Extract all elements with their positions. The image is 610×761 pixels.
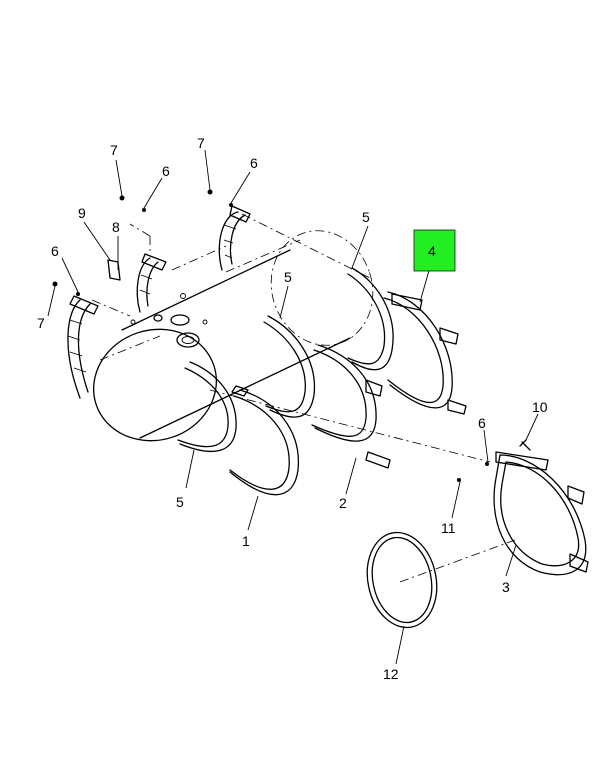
callout-4: 4 xyxy=(428,243,436,259)
strap-rear-5 xyxy=(347,267,394,371)
callout-5: 5 xyxy=(284,269,292,285)
rear-strap-hook xyxy=(218,205,251,271)
strap-middle-5 xyxy=(263,315,316,418)
callout-1: 1 xyxy=(242,533,250,549)
strap-rear-4 xyxy=(383,291,467,415)
callout-7: 7 xyxy=(197,135,205,151)
front-strap-hook xyxy=(67,295,99,399)
callout-6: 6 xyxy=(250,155,258,171)
fuel-tank xyxy=(92,230,374,442)
callout-6: 6 xyxy=(51,243,59,259)
fasteners xyxy=(52,189,531,482)
callout-3: 3 xyxy=(502,579,510,595)
strap-3 xyxy=(493,451,589,576)
strap-front-1 xyxy=(229,385,299,496)
callout-10: 10 xyxy=(532,399,548,415)
callout-11: 11 xyxy=(441,520,456,536)
callout-7: 7 xyxy=(110,142,118,158)
strap-front-5 xyxy=(177,361,237,452)
callout-9: 9 xyxy=(78,205,86,221)
callout-7: 7 xyxy=(37,315,45,331)
callout-2: 2 xyxy=(339,495,347,511)
strap-middle-2 xyxy=(311,344,391,469)
callout-12: 12 xyxy=(383,666,399,682)
middle-strap-hook xyxy=(136,253,167,313)
callout-6: 6 xyxy=(478,415,486,431)
callout-8: 8 xyxy=(112,219,120,235)
leader-lines xyxy=(47,149,539,665)
highlight-box-item-4 xyxy=(413,229,456,272)
ring-12 xyxy=(366,531,438,629)
callout-5: 5 xyxy=(362,209,370,225)
callout-6: 6 xyxy=(162,163,170,179)
callouts: 7 6 7 6 9 8 6 7 5 4 5 10 6 5 2 11 1 3 12 xyxy=(37,135,548,682)
callout-5: 5 xyxy=(176,494,184,510)
centerlines xyxy=(91,213,516,583)
